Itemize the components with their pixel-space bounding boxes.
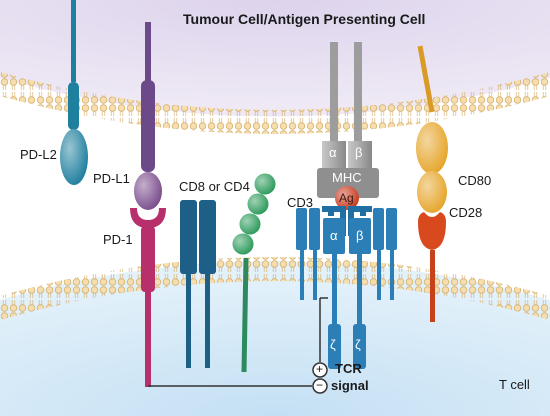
label-minus: −: [316, 378, 324, 392]
pd-1-molecule: [130, 208, 166, 387]
t-cell: [0, 257, 550, 416]
label-signal: signal: [331, 378, 369, 393]
pd-l2-molecule: [60, 0, 88, 185]
label-mhc-beta: β: [355, 145, 363, 160]
cd8-molecule: [180, 200, 216, 368]
cd80-cd28-molecules: [416, 45, 448, 322]
label-zeta-right: ζ: [355, 337, 361, 352]
label-antigen: Ag: [339, 191, 354, 205]
tcr-cd3-complex: [296, 206, 397, 369]
diagram-title: Tumour Cell/Antigen Presenting Cell: [183, 11, 426, 27]
cd4-domains: [232, 173, 276, 255]
label-cd28: CD28: [449, 205, 483, 220]
apc-cell: [0, 0, 550, 134]
label-cd8-or-cd4: CD8 or CD4: [179, 179, 250, 194]
label-mhc-alpha: α: [329, 145, 337, 160]
label-tcr-beta: β: [356, 228, 364, 243]
label-pd-l2: PD-L2: [20, 147, 57, 162]
label-plus: +: [316, 362, 324, 376]
label-cd3: CD3: [287, 195, 314, 210]
cd4-molecule: [232, 173, 276, 373]
mhc-molecule: [317, 42, 379, 210]
label-tcr: TCR: [335, 361, 362, 376]
label-pd-l1: PD-L1: [93, 171, 130, 186]
label-zeta-left: ζ: [330, 337, 336, 352]
signal-pathway: [148, 297, 328, 394]
apc-membrane: [0, 72, 550, 134]
label-pd-1: PD-1: [103, 232, 133, 247]
label-tcr-alpha: α: [330, 228, 338, 243]
label-mhc: MHC: [332, 170, 362, 185]
tcell-membrane: [0, 257, 550, 320]
pd-l1-molecule: [134, 22, 162, 210]
label-t-cell: T cell: [499, 377, 530, 392]
label-cd80: CD80: [458, 173, 492, 188]
plus-circle: [312, 362, 328, 378]
minus-circle: [312, 378, 328, 394]
